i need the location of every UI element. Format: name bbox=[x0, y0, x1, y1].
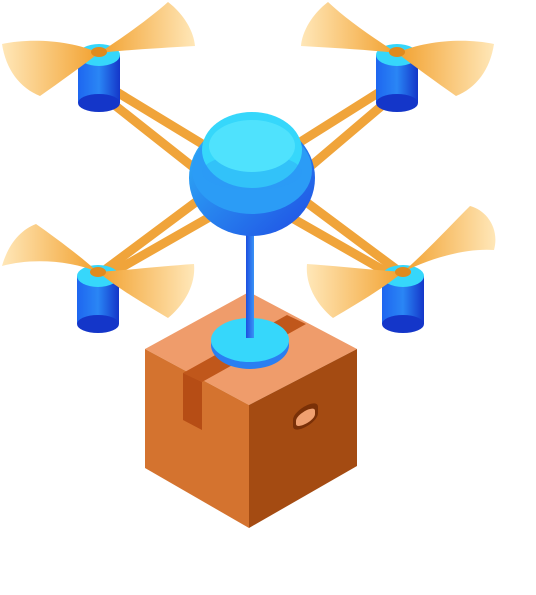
drone-hub bbox=[189, 112, 315, 236]
propeller-blade bbox=[301, 2, 397, 53]
box-left-face bbox=[145, 349, 249, 528]
parcel-box bbox=[145, 292, 357, 528]
propeller-blade bbox=[98, 264, 195, 318]
propeller-blade bbox=[2, 224, 98, 272]
propeller-blade bbox=[306, 264, 403, 318]
propeller-blade bbox=[2, 40, 99, 96]
box-right-face bbox=[249, 349, 357, 528]
holder-rod bbox=[246, 205, 254, 338]
box-tape-side bbox=[183, 373, 202, 430]
rotor-bottom-left bbox=[2, 224, 195, 333]
propeller-blade bbox=[99, 2, 195, 53]
holder-top bbox=[211, 318, 289, 362]
drone-holder bbox=[211, 205, 289, 369]
propeller-blade bbox=[403, 206, 496, 272]
propeller-blade bbox=[397, 40, 494, 96]
rotor-top-left bbox=[2, 2, 195, 112]
rotor-top-right bbox=[301, 2, 494, 112]
rotor-bottom-right bbox=[306, 206, 496, 333]
box-handle-icon bbox=[293, 403, 318, 430]
